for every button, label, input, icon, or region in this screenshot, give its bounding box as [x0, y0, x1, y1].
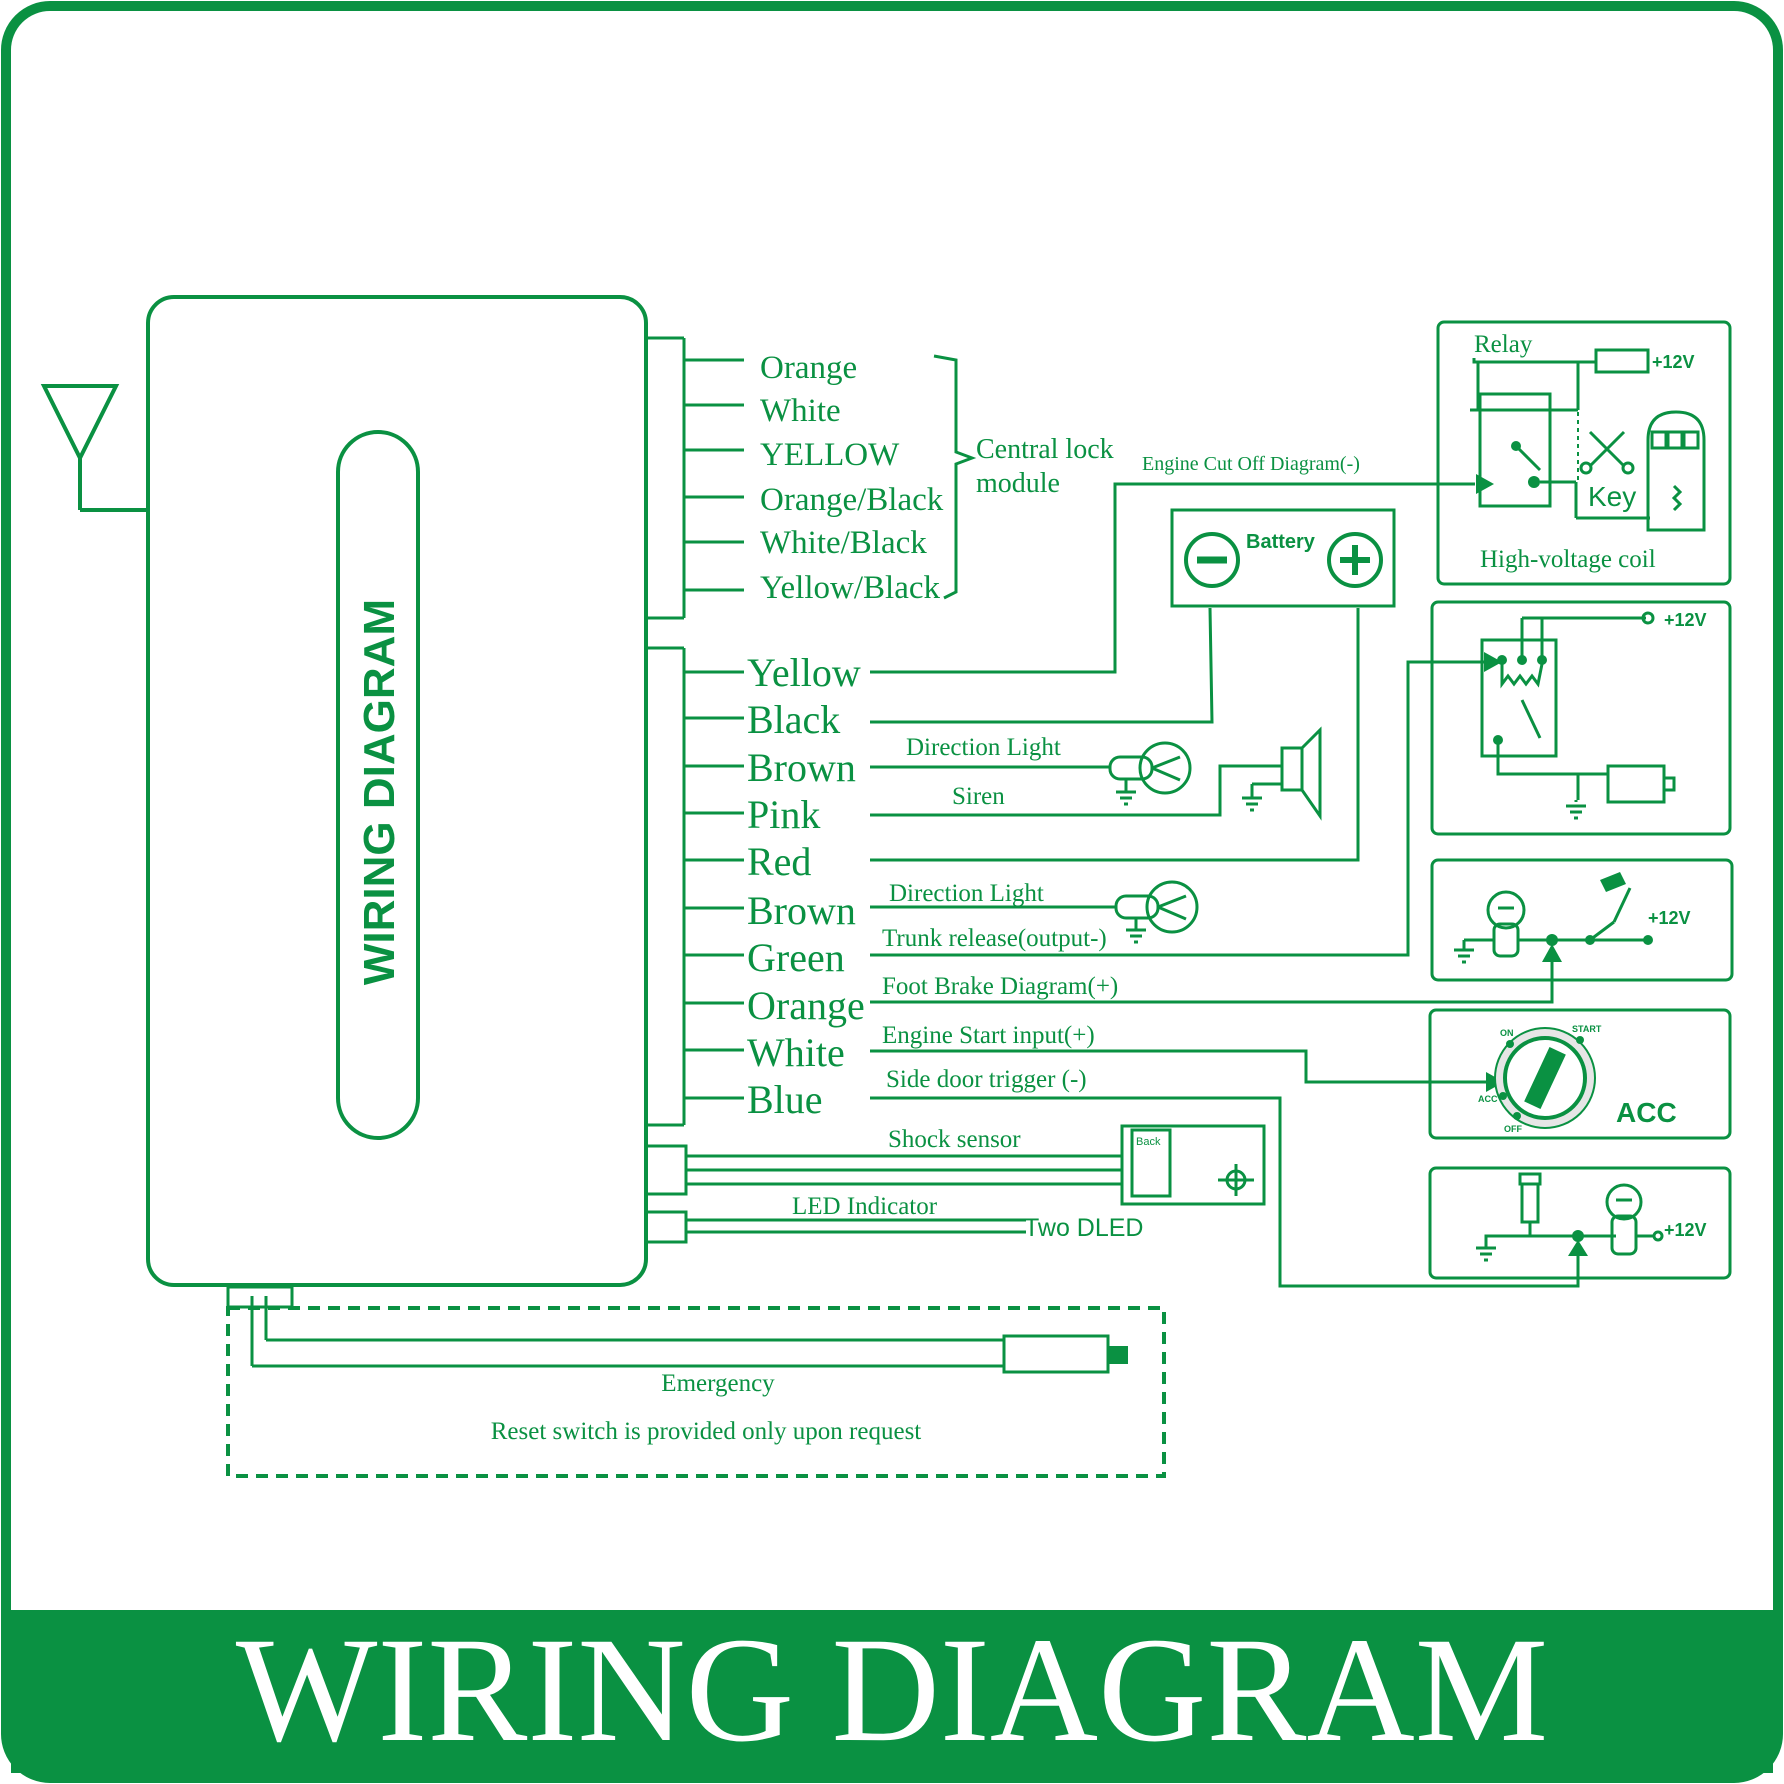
trunk-relay-circuit	[1480, 611, 1676, 820]
lock-wire-yellow-black: Yellow/Black	[760, 570, 940, 606]
wire-pink: Pink	[747, 792, 820, 837]
foot-brake-box	[1430, 858, 1734, 982]
door-circuit	[1476, 1172, 1664, 1262]
emergency-wiring	[226, 1285, 1128, 1374]
antenna-icon	[40, 384, 148, 512]
engine-start-label: Engine Start input(+)	[882, 1022, 1095, 1049]
siren-icon	[1242, 726, 1322, 821]
brake-plus12-label: +12V	[1648, 908, 1691, 928]
lock-wire-orange: Orange	[760, 350, 857, 386]
led-connector	[644, 1210, 1026, 1244]
wire-red: Red	[747, 839, 811, 884]
high-voltage-coil-label: High-voltage coil	[1480, 546, 1656, 573]
emergency-box	[226, 1306, 1166, 1478]
acc-label: ACC	[1616, 1097, 1677, 1128]
key-label: Key	[1588, 481, 1636, 512]
relay-label: Relay	[1474, 331, 1533, 358]
sensor-plug	[1130, 1128, 1172, 1198]
wire-blue: Blue	[747, 1077, 823, 1122]
scissors-icon	[1579, 430, 1635, 475]
siren-label: Siren	[952, 783, 1005, 810]
foot-brake-label: Foot Brake Diagram(+)	[882, 973, 1118, 1000]
relay-plus12-label: +12V	[1652, 352, 1695, 372]
two-dled-label: Two DLED	[1024, 1214, 1143, 1242]
ignition-switch-icon	[1494, 1027, 1596, 1129]
main-connector	[646, 646, 744, 1127]
trunk-plus12-label: +12V	[1664, 610, 1707, 630]
lock-wire-white-black: White/Black	[760, 525, 927, 561]
wire-runs	[870, 474, 1580, 1288]
ignition-start-label: START	[1572, 1024, 1602, 1034]
lock-wire-white: White	[760, 393, 841, 429]
control-module	[146, 295, 648, 1287]
brake-circuit	[1454, 872, 1653, 964]
central-lock-label-2: module	[976, 468, 1060, 499]
relay-circuit	[1470, 348, 1650, 520]
ignition-box	[1428, 1008, 1732, 1140]
trunk-relay-box	[1430, 600, 1732, 836]
direction-light-1-label: Direction Light	[906, 734, 1061, 761]
wire-orange: Orange	[747, 983, 865, 1028]
direction-light-2-label: Direction Light	[889, 880, 1044, 907]
lock-brace	[933, 354, 977, 600]
led-indicator-label: LED Indicator	[792, 1193, 938, 1220]
engine-cut-off-label: Engine Cut Off Diagram(-)	[1142, 453, 1360, 475]
side-door-label: Side door trigger (-)	[886, 1066, 1087, 1093]
shock-sensor-label: Shock sensor	[888, 1126, 1021, 1153]
wire-white: White	[747, 1030, 845, 1075]
trunk-release-label: Trunk release(output-)	[882, 925, 1107, 952]
wire-brown-2: Brown	[747, 888, 856, 933]
central-lock-label: Central lock	[976, 434, 1114, 465]
ignition-acc-small-label: ACC	[1478, 1094, 1498, 1104]
ignition-off-label: OFF	[1504, 1124, 1522, 1134]
shock-sensor-box	[1120, 1124, 1266, 1206]
module-label-capsule	[336, 430, 420, 1140]
door-plus12-label: +12V	[1664, 1220, 1707, 1240]
wire-black: Black	[747, 697, 840, 742]
relay-box	[1436, 320, 1732, 586]
reset-note-label: Reset switch is provided only upon reque…	[491, 1418, 922, 1445]
wire-green: Green	[747, 935, 845, 980]
sensor-crosshair-icon	[1218, 1164, 1254, 1196]
direction-light-bulb-2-icon	[1114, 880, 1199, 944]
module-vertical-label: WIRING DIAGRAM	[355, 599, 404, 985]
wire-brown-1: Brown	[747, 745, 856, 790]
emergency-label: Emergency	[661, 1370, 775, 1397]
sensor-back-label: Back	[1136, 1136, 1161, 1148]
footer-band	[11, 1610, 1773, 1773]
battery-box	[1170, 508, 1396, 608]
footer-title: WIRING DIAGRAM	[236, 1607, 1548, 1773]
ignition-coil-icon	[1646, 410, 1706, 532]
wire-yellow: Yellow	[747, 650, 861, 695]
side-door-box	[1428, 1166, 1732, 1280]
lock-wire-orange-black: Orange/Black	[760, 482, 944, 518]
battery-minus-icon	[1184, 532, 1240, 588]
ignition-on-label: ON	[1500, 1028, 1514, 1038]
shock-sensor-connector	[644, 1144, 1122, 1196]
lock-connector	[646, 336, 744, 620]
battery-plus-icon	[1327, 532, 1383, 588]
lock-wire-yellow: YELLOW	[760, 437, 900, 473]
battery-label: Battery	[1246, 531, 1316, 553]
direction-light-bulb-icon	[1108, 741, 1192, 806]
